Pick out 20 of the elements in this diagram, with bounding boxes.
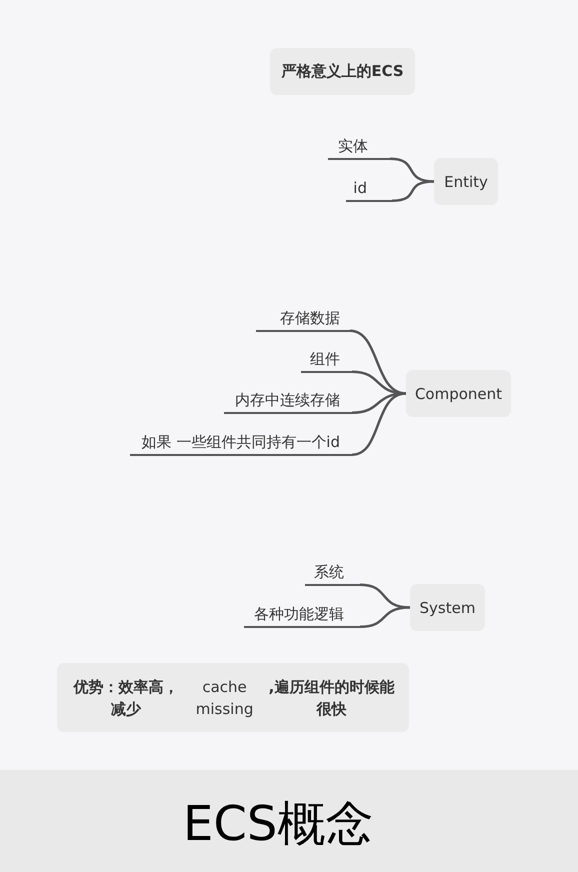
branch-line — [392, 180, 434, 202]
topic-box: System — [410, 584, 485, 631]
branch-label: 存储数据 — [256, 306, 350, 332]
topic-box: Component — [406, 370, 511, 417]
branch-line — [360, 584, 410, 609]
note-box: 优势：效率高，减少cache missing ,遍历组件的时候能很快 — [57, 663, 409, 732]
branch-line — [360, 606, 410, 628]
branch-line — [352, 392, 406, 456]
branch-label: 内存中连续存储 — [224, 388, 352, 414]
branch-label: 各种功能逻辑 — [244, 602, 360, 628]
branch-line — [390, 158, 434, 183]
caption: ECS概念 — [183, 795, 374, 854]
title-box: 严格意义上的ECS — [270, 48, 415, 95]
branch-label: 组件 — [301, 347, 352, 373]
topic-box: Entity — [434, 158, 498, 205]
branch-line — [352, 370, 406, 395]
branch-label: 实体 — [328, 134, 390, 160]
branch-label: 如果 一些组件共同持有一个id — [130, 430, 352, 456]
branch-label: 系统 — [305, 560, 360, 586]
branch-label: id — [346, 176, 392, 202]
